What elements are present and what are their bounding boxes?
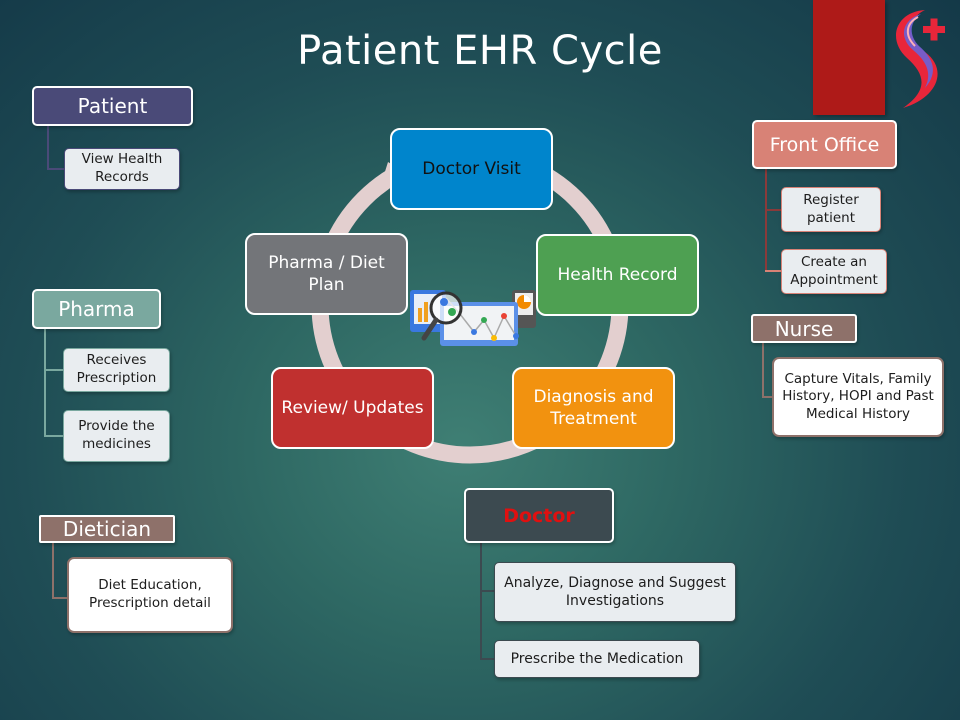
task-provide-medicines[interactable]: Provide the medicines [63,410,170,462]
hospital-logo-icon [895,10,945,108]
role-label: Front Office [769,133,880,156]
connector-line [480,590,496,592]
brand-bar [813,0,885,115]
task-label: Provide the medicines [78,418,155,452]
cycle-step-label: Pharma / Diet Plan [268,252,385,295]
role-label: Pharma [58,297,135,321]
cycle-step-label: Doctor Visit [422,158,521,179]
role-dietician[interactable]: Dietician [39,515,175,543]
connector-line [44,435,64,437]
cycle-step-health-record[interactable]: Health Record [536,234,699,316]
connector-line [480,542,482,660]
connector-line [44,369,64,371]
task-label: Prescribe the Medication [510,650,684,667]
role-label: Patient [77,94,148,118]
task-label: Register patient [803,191,859,226]
connector-line [47,168,65,170]
connector-line [762,342,764,398]
cycle-step-doctor-visit[interactable]: Doctor Visit [390,128,553,210]
connector-line [765,270,783,272]
connector-line [480,658,496,660]
task-receives-prescription[interactable]: Receives Prescription [63,348,170,392]
connector-line [765,168,767,272]
cycle-step-diagnosis[interactable]: Diagnosis and Treatment [512,367,675,449]
role-doctor[interactable]: Doctor [464,488,614,543]
analytics-dashboard-icon [410,290,536,346]
task-capture-vitals[interactable]: Capture Vitals, Family History, HOPI and… [772,357,944,437]
cycle-step-label: Diagnosis and Treatment [533,386,654,429]
cycle-step-label: Health Record [557,264,678,285]
connector-line [47,125,49,170]
task-label: Create an Appointment [790,253,878,288]
task-analyze-diagnose[interactable]: Analyze, Diagnose and Suggest Investigat… [494,562,736,622]
task-label: Capture Vitals, Family History, HOPI and… [782,370,934,422]
connector-line [52,597,68,599]
task-label: View Health Records [81,151,163,185]
connector-line [765,209,783,211]
role-label: Nurse [774,316,834,341]
connector-line [762,396,774,398]
role-label: Doctor [503,504,575,527]
role-pharma[interactable]: Pharma [32,289,161,329]
task-diet-education[interactable]: Diet Education, Prescription detail [67,557,233,633]
slide-title: Patient EHR Cycle [297,28,663,74]
role-patient[interactable]: Patient [32,86,193,126]
cycle-step-pharma-diet[interactable]: Pharma / Diet Plan [245,233,408,315]
role-front-office[interactable]: Front Office [752,120,897,169]
task-create-appointment[interactable]: Create an Appointment [781,249,887,294]
task-label: Analyze, Diagnose and Suggest Investigat… [504,574,726,609]
connector-line [52,541,54,599]
role-nurse[interactable]: Nurse [751,314,857,343]
connector-line [44,327,46,437]
role-label: Dietician [62,517,152,541]
task-label: Diet Education, Prescription detail [89,577,211,611]
cycle-step-label: Review/ Updates [281,397,424,418]
task-view-health-records[interactable]: View Health Records [64,148,180,190]
task-prescribe-medication[interactable]: Prescribe the Medication [494,640,700,678]
task-register-patient[interactable]: Register patient [781,187,881,232]
task-label: Receives Prescription [76,352,157,386]
cycle-step-review[interactable]: Review/ Updates [271,367,434,449]
